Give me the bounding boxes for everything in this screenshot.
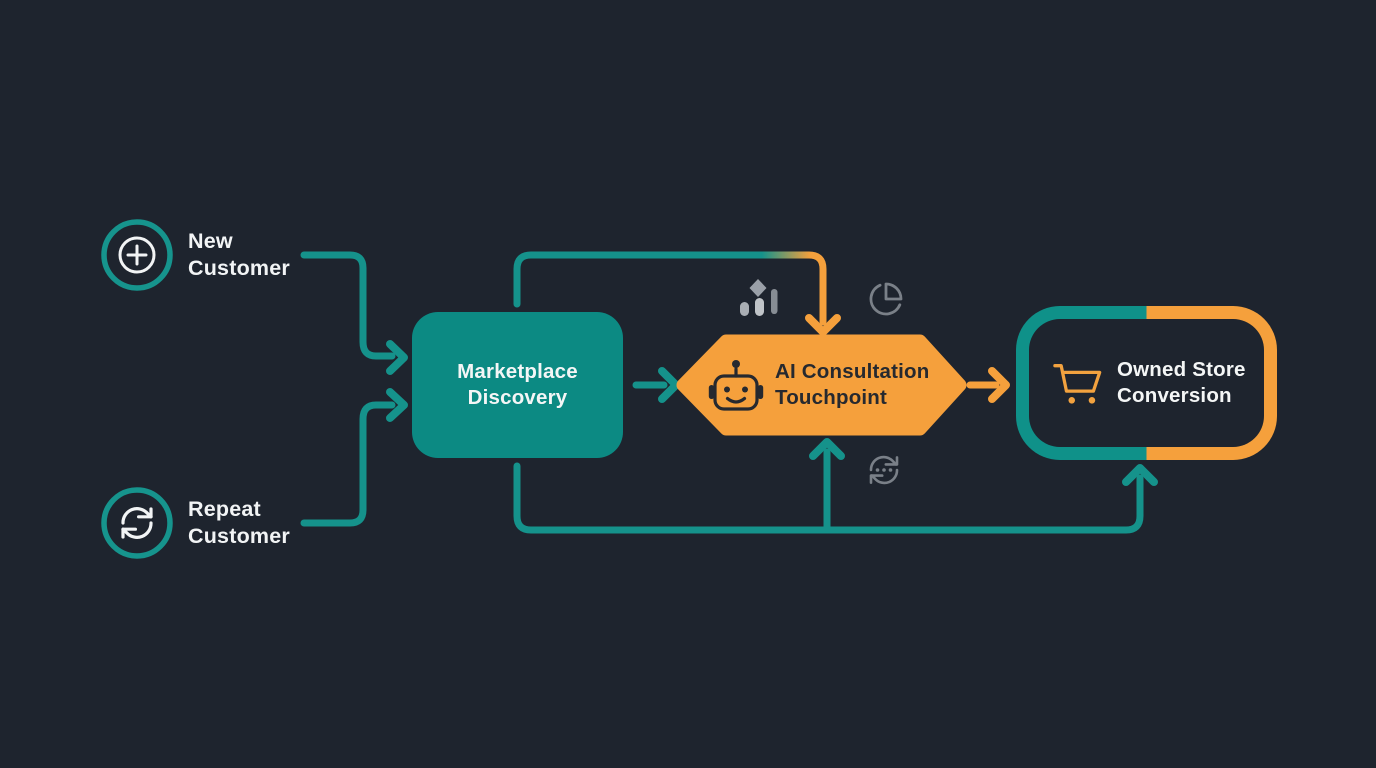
new-customer-label: New Customer — [188, 228, 290, 282]
marketplace-discovery-label: Marketplace Discovery — [457, 359, 578, 411]
marketplace-line2: Discovery — [467, 386, 568, 409]
pie-chart-icon — [869, 282, 903, 316]
arrow-bottom-loop — [513, 438, 1158, 534]
owned-store-inner: Owned Store Conversion — [1029, 319, 1264, 447]
marketplace-discovery-node: Marketplace Discovery — [412, 312, 623, 458]
repeat-customer-label: Repeat Customer — [188, 496, 290, 550]
repeat-customer-line2: Customer — [188, 524, 290, 548]
arrow-new-to-marketplace — [300, 251, 408, 375]
ai-consultation-node: AI Consultation Touchpoint — [702, 350, 964, 420]
sync-icon — [869, 455, 899, 485]
store-line2: Conversion — [1117, 384, 1232, 407]
new-customer-line2: Customer — [188, 256, 290, 280]
cart-icon — [1053, 364, 1102, 404]
robot-icon — [708, 360, 764, 411]
refresh-icon — [101, 487, 173, 559]
consultation-line1: AI Consultation — [775, 360, 930, 383]
arrow-marketplace-to-consultation — [632, 367, 680, 403]
arrow-consultation-to-store — [966, 367, 1010, 403]
marketplace-line1: Marketplace — [457, 360, 578, 383]
repeat-customer-line1: Repeat — [188, 497, 261, 521]
arrow-top-loop — [513, 251, 841, 336]
owned-store-node: Owned Store Conversion — [1016, 306, 1277, 460]
ai-consultation-label: AI Consultation Touchpoint — [775, 359, 929, 411]
consultation-line2: Touchpoint — [775, 386, 888, 409]
arrow-repeat-to-marketplace — [300, 388, 408, 527]
plus-circle-icon — [101, 219, 173, 291]
store-line1: Owned Store — [1117, 358, 1246, 381]
new-customer-line1: New — [188, 229, 233, 253]
bar-chart-icon — [740, 279, 778, 316]
owned-store-label: Owned Store Conversion — [1117, 357, 1246, 409]
